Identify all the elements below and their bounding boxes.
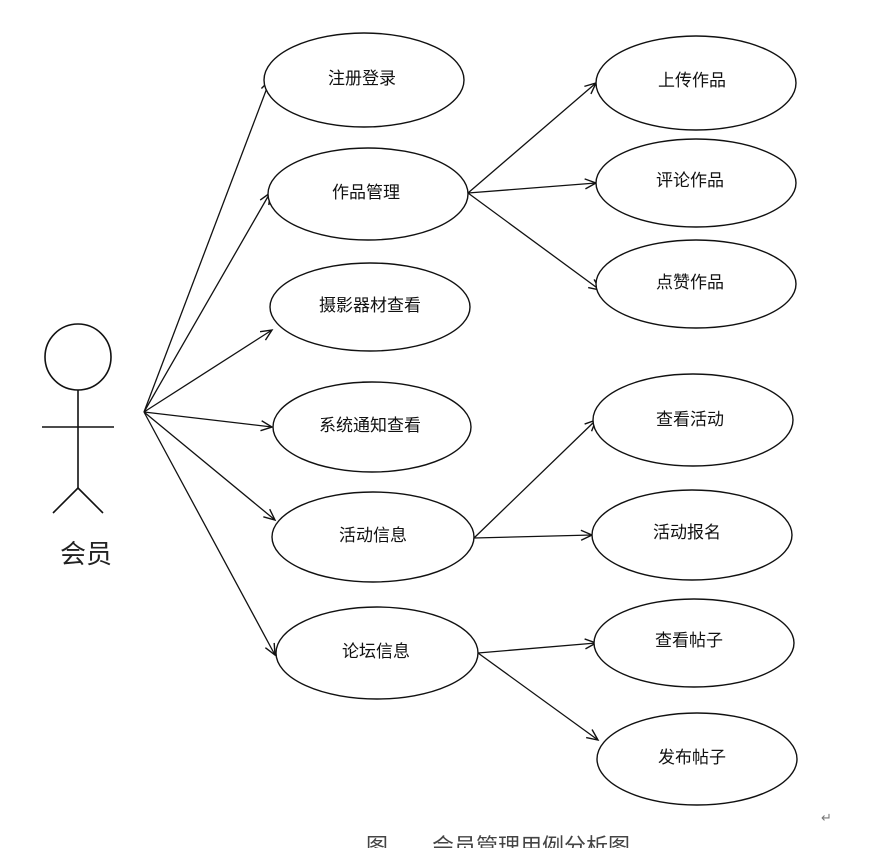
- actor-label: 会员: [60, 540, 112, 570]
- usecase-forum-info: [275, 606, 479, 700]
- actor-leg-left: [52, 487, 79, 514]
- figure-caption: 图 会员管理用例分析图: [366, 835, 630, 848]
- assoc-publish-post: [477, 652, 600, 741]
- usecase-like-work: [595, 239, 797, 329]
- label-activity-info: 活动信息: [339, 526, 407, 546]
- assoc-works-mgmt: [143, 191, 271, 413]
- assoc-comment-work: [467, 178, 598, 194]
- label-view-activity: 查看活动: [656, 410, 724, 430]
- usecase-upload-work: [595, 35, 797, 131]
- actor-head: [44, 323, 112, 391]
- label-upload-work: 上传作品: [658, 71, 726, 91]
- label-register-login: 注册登录: [328, 69, 396, 89]
- label-activity-signup: 活动报名: [653, 523, 721, 543]
- assoc-forum-info: [143, 411, 276, 657]
- label-works-mgmt: 作品管理: [332, 183, 400, 203]
- usecase-register-login: [263, 32, 465, 128]
- extend-associations: [467, 81, 602, 741]
- label-notice-view: 系统通知查看: [319, 416, 421, 436]
- assoc-equipment-view: [143, 329, 274, 413]
- assoc-register-login: [143, 78, 272, 413]
- usecase-comment-work: [595, 138, 797, 228]
- usecase-view-post: [593, 598, 795, 688]
- assoc-activity-info: [143, 411, 277, 522]
- label-view-post: 查看帖子: [655, 631, 723, 651]
- assoc-activity-signup: [473, 529, 594, 541]
- assoc-notice-view: [143, 411, 274, 432]
- label-forum-info: 论坛信息: [342, 642, 410, 662]
- actor-leg-right: [77, 487, 104, 514]
- label-publish-post: 发布帖子: [658, 748, 726, 768]
- label-equipment-view: 摄影器材查看: [319, 296, 421, 316]
- assoc-view-post: [477, 638, 598, 654]
- assoc-view-activity: [473, 418, 598, 539]
- actor-member: [42, 323, 114, 514]
- label-like-work: 点赞作品: [656, 273, 724, 293]
- usecase-works-mgmt: [267, 147, 469, 241]
- usecase-activity-signup: [591, 489, 793, 581]
- label-comment-work: 评论作品: [656, 171, 724, 191]
- actor-associations: [143, 78, 277, 657]
- assoc-like-work: [467, 192, 602, 292]
- usecase-equipment-view: [269, 262, 471, 352]
- usecase-publish-post: [596, 712, 798, 806]
- assoc-upload-work: [467, 81, 598, 194]
- usecase-activity-info: [271, 491, 475, 583]
- usecase-view-activity: [592, 373, 794, 467]
- paragraph-return-mark: ↵: [821, 811, 832, 826]
- usecase-notice-view: [272, 381, 472, 473]
